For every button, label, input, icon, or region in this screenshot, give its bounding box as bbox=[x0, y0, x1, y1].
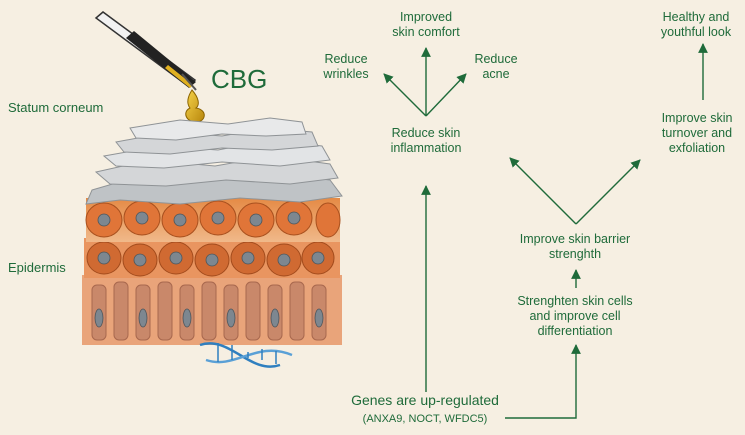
arrow-barrier-left bbox=[510, 158, 576, 224]
cbg-label: CBG bbox=[211, 64, 267, 95]
reduce-acne-label: Reduce acne bbox=[456, 52, 536, 82]
arrow-to-wrinkles bbox=[384, 74, 426, 116]
improve-barrier-label: Improve skin barrier strenghth bbox=[490, 232, 660, 262]
stratum-corneum-label: Statum corneum bbox=[8, 100, 103, 115]
skin-layers-illustration bbox=[82, 118, 342, 345]
reduce-inflammation-label: Reduce skin inflammation bbox=[356, 126, 496, 156]
oil-drop-icon bbox=[186, 90, 205, 122]
dropper-icon bbox=[96, 12, 196, 90]
improve-turnover-label: Improve skin turnover and exfoliation bbox=[650, 111, 744, 156]
epidermis-label: Epidermis bbox=[8, 260, 66, 275]
genes-upregulated-label: Genes are up-regulated bbox=[305, 392, 545, 408]
strengthen-cells-label: Strenghten skin cells and improve cell d… bbox=[490, 294, 660, 339]
genes-list-label: (ANXA9, NOCT, WFDC5) bbox=[305, 413, 545, 425]
improved-comfort-label: Improved skin comfort bbox=[366, 10, 486, 40]
healthy-look-label: Healthy and youthful look bbox=[648, 10, 744, 40]
reduce-wrinkles-label: Reduce wrinkles bbox=[306, 52, 386, 82]
dna-helix-icon bbox=[200, 343, 292, 367]
arrow-barrier-right bbox=[576, 160, 640, 224]
